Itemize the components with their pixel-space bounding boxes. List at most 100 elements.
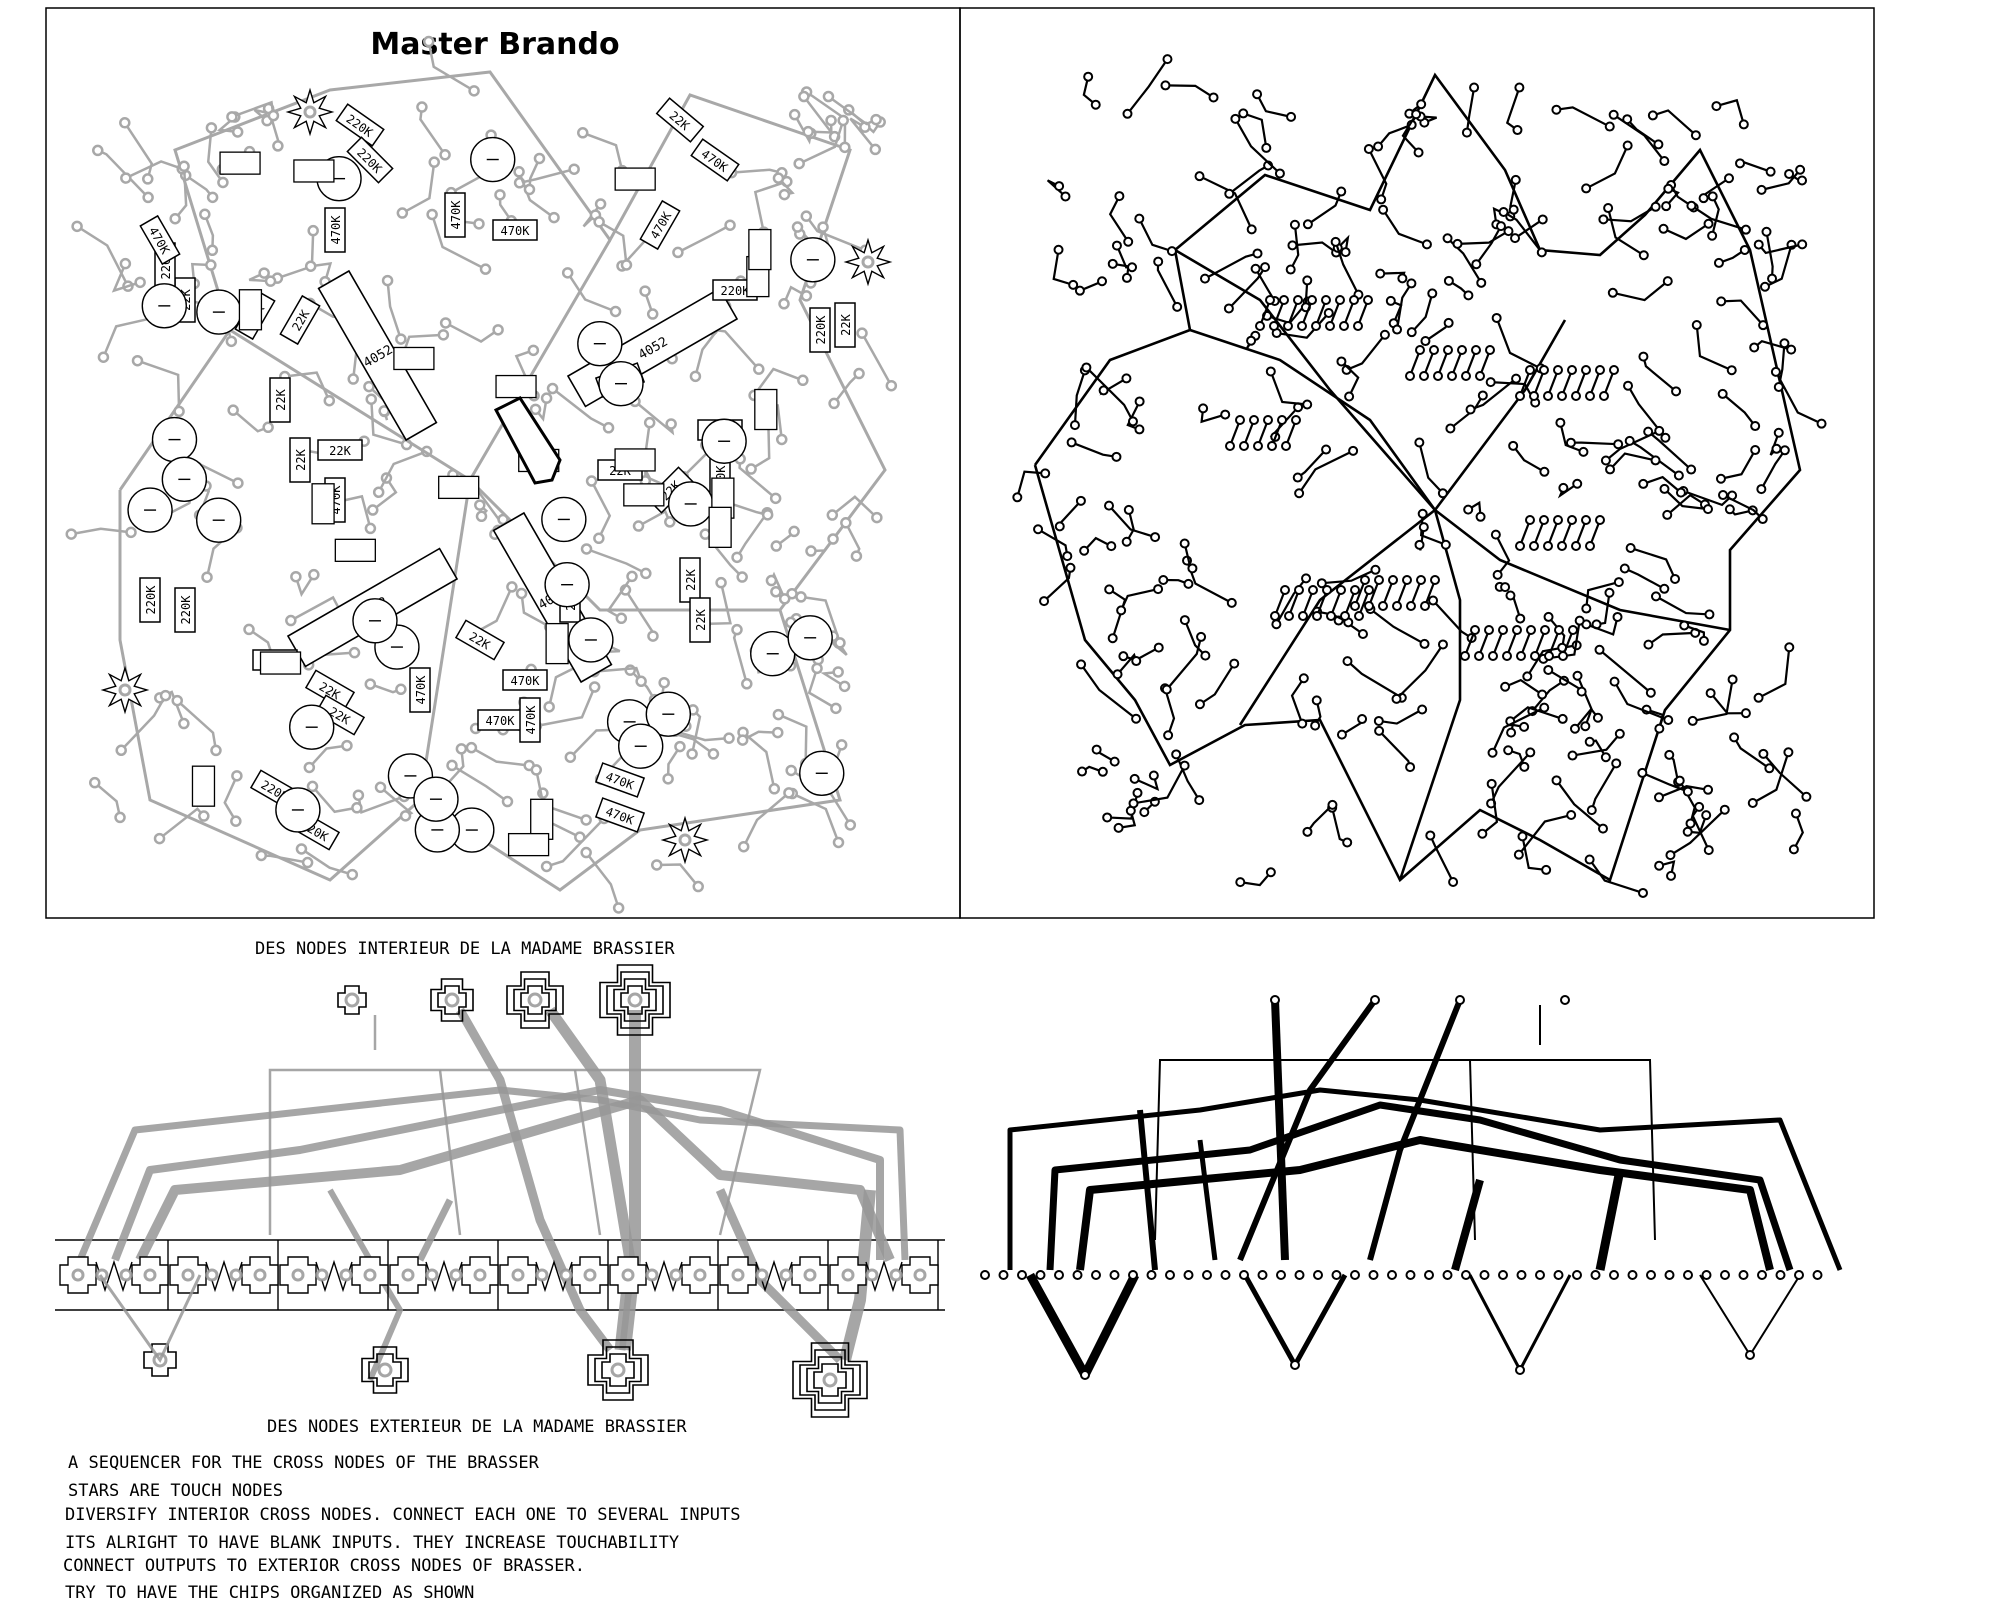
gray-trace xyxy=(598,220,628,266)
pad xyxy=(861,255,875,269)
pad xyxy=(1609,365,1619,375)
pad xyxy=(1311,321,1321,331)
black-trace xyxy=(1792,813,1804,850)
pad xyxy=(1379,329,1390,340)
pad xyxy=(1425,830,1436,841)
black-trace xyxy=(1306,804,1334,833)
black-trace xyxy=(1570,441,1619,446)
pad xyxy=(1302,826,1313,837)
pad xyxy=(118,683,132,697)
black-trace xyxy=(1596,592,1611,626)
pad xyxy=(1525,515,1535,525)
pad xyxy=(1402,575,1412,585)
pad xyxy=(1740,224,1751,235)
pad xyxy=(1603,203,1614,214)
pad xyxy=(65,528,78,540)
pad xyxy=(291,1268,305,1282)
pad xyxy=(803,1268,817,1282)
pad xyxy=(612,902,625,914)
resistor-label: 22K xyxy=(294,448,308,470)
pad xyxy=(1757,1270,1767,1280)
gray-trace xyxy=(732,629,748,685)
pad xyxy=(1498,625,1508,635)
pad xyxy=(1225,441,1235,451)
pad xyxy=(1569,723,1580,734)
pad xyxy=(1054,521,1065,532)
pad xyxy=(1544,651,1554,661)
layout-title: Master Brando xyxy=(370,27,619,62)
pad xyxy=(1553,1270,1564,1280)
black-trace xyxy=(1052,249,1074,286)
black-trace xyxy=(1642,356,1677,393)
pad xyxy=(1753,239,1764,250)
gray-trace xyxy=(71,527,132,536)
pad xyxy=(1557,541,1567,551)
pad xyxy=(1077,766,1088,777)
pad xyxy=(363,1268,377,1282)
node-routing-diagram xyxy=(55,964,945,1418)
gray-trace xyxy=(831,495,878,519)
pad xyxy=(665,418,677,430)
pad xyxy=(1263,415,1273,425)
pad xyxy=(723,732,735,744)
pad xyxy=(535,1268,549,1282)
pad xyxy=(1238,108,1249,119)
pad xyxy=(1342,656,1353,667)
pad xyxy=(1298,673,1309,684)
pad xyxy=(1530,651,1540,661)
pad xyxy=(620,259,633,271)
pad xyxy=(1638,478,1649,489)
black-trace xyxy=(1585,581,1620,609)
gray-trace xyxy=(419,106,447,156)
pad xyxy=(178,717,190,730)
pad xyxy=(1302,399,1313,410)
pad xyxy=(1698,193,1709,204)
pad xyxy=(1080,1370,1090,1380)
pad xyxy=(1571,541,1581,551)
black-trace xyxy=(1395,643,1444,700)
pad xyxy=(602,422,615,434)
pad xyxy=(1260,262,1271,273)
pad xyxy=(1097,276,1108,287)
pad xyxy=(142,191,154,204)
pad xyxy=(839,141,851,154)
black-trace xyxy=(1762,753,1808,798)
pad xyxy=(1220,409,1231,420)
pad xyxy=(1148,770,1159,781)
pad xyxy=(646,308,659,320)
pad xyxy=(1066,437,1077,448)
pad xyxy=(865,1268,879,1282)
pad xyxy=(1109,1270,1120,1280)
pad xyxy=(1118,651,1129,662)
black-trace xyxy=(1624,567,1665,590)
pad xyxy=(323,394,336,407)
pad xyxy=(1406,327,1417,338)
pad xyxy=(1745,1350,1755,1360)
pad xyxy=(1597,823,1608,834)
pad xyxy=(1417,508,1428,519)
interior-cross-node xyxy=(520,985,550,1015)
pad xyxy=(1179,615,1190,626)
pad xyxy=(1388,575,1398,585)
pad xyxy=(1474,651,1484,661)
pad xyxy=(1122,108,1133,119)
pad xyxy=(71,220,83,233)
black-trace xyxy=(1588,858,1644,894)
exterior-cross-node xyxy=(799,1349,861,1411)
gray-trace xyxy=(777,713,808,764)
pad xyxy=(1104,500,1115,511)
pad xyxy=(1413,147,1424,158)
pad xyxy=(1253,441,1263,451)
pad xyxy=(1123,236,1134,247)
pad xyxy=(131,354,144,367)
resistor-body xyxy=(689,597,711,643)
pad xyxy=(425,1268,439,1282)
pad xyxy=(1541,864,1552,875)
black-trace xyxy=(1465,87,1476,133)
pad xyxy=(1068,279,1079,290)
pad xyxy=(1735,158,1746,169)
pad xyxy=(658,676,670,689)
pad xyxy=(1378,204,1389,215)
pad xyxy=(1461,127,1472,138)
black-trace xyxy=(1752,751,1790,804)
